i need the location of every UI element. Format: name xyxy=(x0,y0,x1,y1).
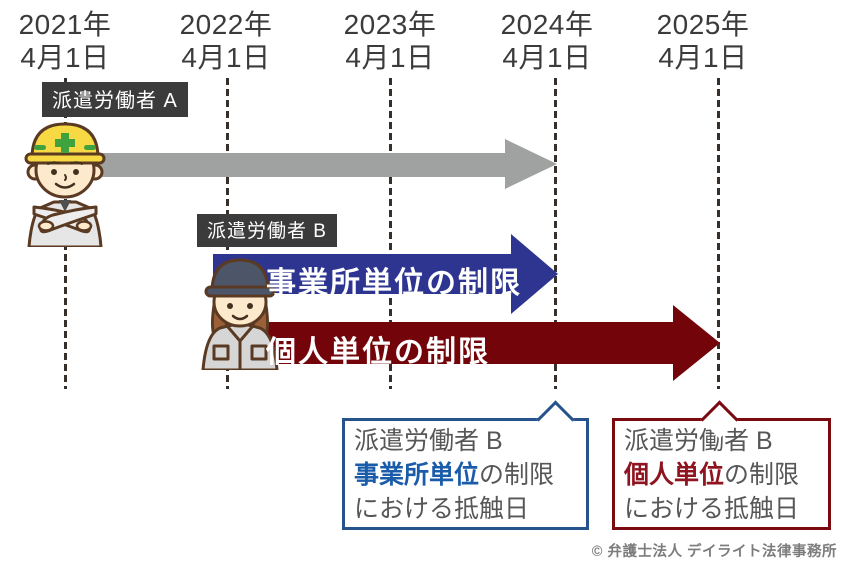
callout-line-3: における抵触日 xyxy=(624,495,800,523)
worker-b-illustration xyxy=(201,258,279,370)
worker-a-period-arrow-shape xyxy=(55,139,557,189)
date-day: 4月1日 xyxy=(345,42,435,73)
date-label-2022: 2022年 4月1日 xyxy=(151,8,301,74)
office-unit-callout: 派遣労働者 B 事業所単位の制限 における抵触日 xyxy=(342,400,589,530)
date-day: 4月1日 xyxy=(20,42,110,73)
date-year: 2023年 xyxy=(343,9,437,40)
date-gridline-2025 xyxy=(717,78,720,389)
callout-line-2-rest: の制限 xyxy=(724,461,800,489)
individual-unit-restriction-arrow xyxy=(213,305,720,381)
office-unit-restriction-arrow-shape xyxy=(213,234,558,314)
callout-line-2: 個人単位の制限 xyxy=(624,458,819,492)
date-day: 4月1日 xyxy=(181,42,271,73)
date-year: 2025年 xyxy=(656,9,750,40)
date-year: 2022年 xyxy=(179,9,273,40)
office-unit-restriction-arrow-label: 事業所単位の制限 xyxy=(266,267,522,300)
worker-a-chip: 派遣労働者 A xyxy=(42,82,188,117)
date-day: 4月1日 xyxy=(502,42,592,73)
callout-line-1: 派遣労働者 B xyxy=(624,427,773,455)
copyright-text: © 弁護士法人 デイライト法律事務所 xyxy=(591,544,837,560)
date-label-2021: 2021年 4月1日 xyxy=(0,8,140,74)
date-label-2023: 2023年 4月1日 xyxy=(315,8,465,74)
date-gridline-2023 xyxy=(389,78,392,389)
individual-unit-callout: 派遣労働者 B 個人単位の制限 における抵触日 xyxy=(612,400,831,530)
callout-line-2-rest: の制限 xyxy=(479,461,555,489)
worker-b-chip: 派遣労働者 B xyxy=(197,214,337,247)
date-label-2025: 2025年 4月1日 xyxy=(628,8,778,74)
callout-line-3: における抵触日 xyxy=(354,495,530,523)
date-gridline-2024 xyxy=(554,78,557,389)
callout-highlight: 事業所単位 xyxy=(354,461,480,489)
date-day: 4月1日 xyxy=(658,42,748,73)
callout-highlight: 個人単位 xyxy=(624,461,725,489)
worker-a-period-arrow xyxy=(55,139,557,189)
individual-unit-restriction-arrow-label: 個人単位の制限 xyxy=(266,336,490,369)
callout-line-2: 事業所単位の制限 xyxy=(354,458,577,492)
callout-line-1: 派遣労働者 B xyxy=(354,427,503,455)
date-label-2024: 2024年 4月1日 xyxy=(472,8,622,74)
office-unit-restriction-arrow xyxy=(213,234,558,314)
date-year: 2021年 xyxy=(18,9,112,40)
worker-a-illustration xyxy=(24,122,106,247)
date-year: 2024年 xyxy=(500,9,594,40)
individual-unit-restriction-arrow-shape xyxy=(213,305,720,381)
